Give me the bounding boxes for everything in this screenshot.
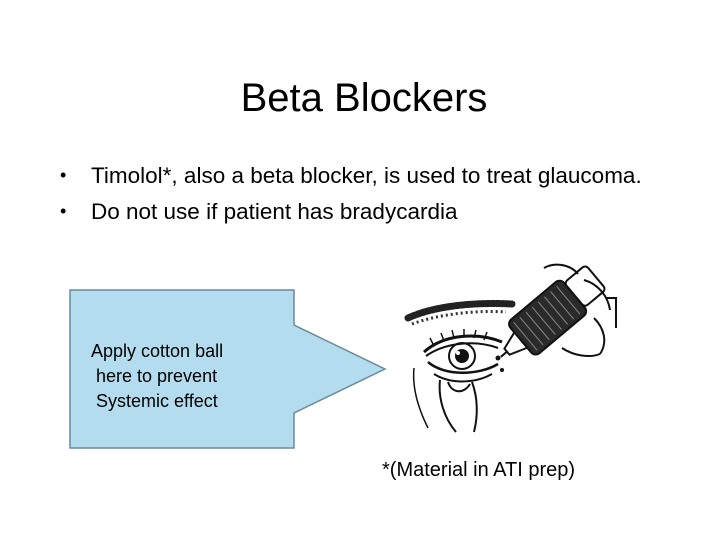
bullet-item-bradycardia: • Do not use if patient has bradycardia — [60, 196, 700, 227]
bullet-list: • Timolol*, also a beta blocker, is used… — [60, 160, 700, 232]
bullet-dot-icon: • — [60, 201, 67, 221]
bullet-item-timolol: • Timolol*, also a beta blocker, is used… — [60, 160, 700, 191]
callout-arrow: Apply cotton ball here to prevent System… — [69, 289, 387, 449]
bullet-text: Timolol*, also a beta blocker, is used t… — [91, 163, 642, 188]
callout-text: Apply cotton ball here to prevent System… — [91, 341, 224, 411]
slide-title: Beta Blockers — [240, 76, 488, 120]
callout-arrow-shape — [69, 289, 387, 449]
bullet-dot-icon: • — [60, 165, 67, 185]
bullet-text: Do not use if patient has bradycardia — [91, 199, 458, 224]
eye-drop-illustration-icon — [404, 263, 617, 433]
footnote: *(Material in ATI prep) — [382, 459, 576, 481]
